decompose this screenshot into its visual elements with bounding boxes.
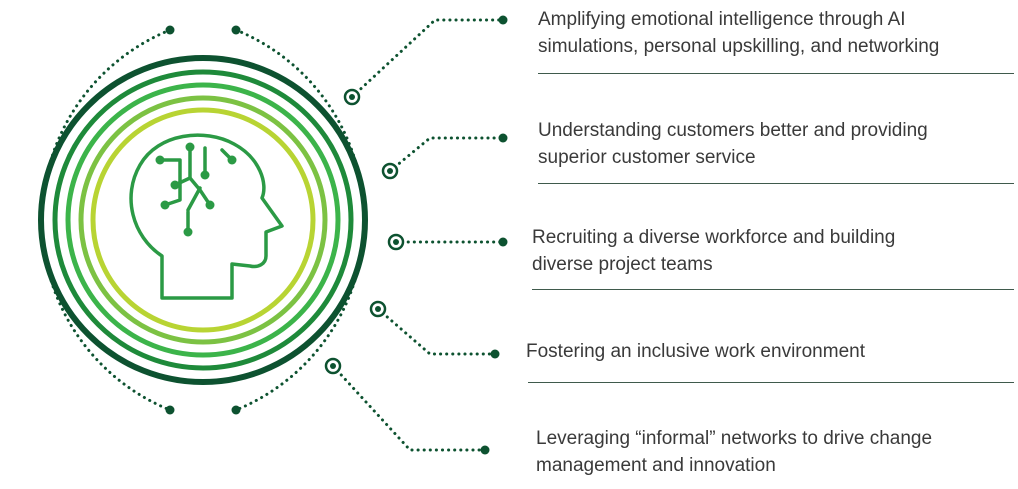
circuit-node-dots bbox=[155, 142, 237, 237]
ring-2 bbox=[52, 69, 354, 371]
item-line-1: Fostering an inclusive work environment bbox=[526, 341, 865, 362]
connector-end-dot bbox=[498, 133, 508, 143]
item-text: Amplifying emotional intelligence throug… bbox=[538, 6, 939, 60]
item-line-2: simulations, personal upskilling, and ne… bbox=[538, 36, 940, 57]
item-line-1: Amplifying emotional intelligence throug… bbox=[538, 9, 906, 30]
item-line-1: Recruiting a diverse workforce and build… bbox=[532, 227, 896, 248]
connector-end-dot bbox=[490, 349, 500, 359]
connector-node-center bbox=[349, 94, 355, 100]
connector-end-dot bbox=[498, 237, 508, 247]
item-connector-line bbox=[350, 18, 505, 99]
arc-end-dot bbox=[165, 405, 175, 415]
ring-3 bbox=[65, 82, 341, 358]
item-line-2: superior customer service bbox=[538, 147, 756, 168]
item-divider bbox=[528, 382, 1014, 383]
item-connector-line bbox=[331, 364, 487, 452]
connector-node-center bbox=[393, 239, 399, 245]
item-line-2: management and innovation bbox=[536, 455, 776, 476]
item-text: Understanding customers better and provi… bbox=[538, 117, 928, 171]
item-text: Leveraging “informal” networks to drive … bbox=[536, 425, 932, 479]
item-line-2: diverse project teams bbox=[532, 254, 713, 275]
connector-node-center bbox=[387, 168, 393, 174]
ring-4 bbox=[78, 95, 328, 345]
connector-end-dot bbox=[498, 15, 508, 25]
item-connector-line bbox=[388, 136, 505, 173]
head-with-circuit-brain-icon bbox=[129, 133, 284, 300]
arc-end-dot bbox=[165, 25, 175, 35]
item-divider bbox=[532, 289, 1014, 290]
item-divider bbox=[538, 183, 1014, 184]
item-text: Recruiting a diverse workforce and build… bbox=[532, 224, 895, 278]
arc-end-dot bbox=[231, 405, 241, 415]
item-text: Fostering an inclusive work environment bbox=[526, 338, 865, 365]
item-line-1: Leveraging “informal” networks to drive … bbox=[536, 428, 933, 449]
connector-node-center bbox=[330, 363, 336, 369]
arc-end-dot bbox=[231, 25, 241, 35]
item-connector-line bbox=[376, 307, 497, 356]
connector-end-dot bbox=[480, 445, 490, 455]
connector-node-center bbox=[375, 306, 381, 312]
ring-5 bbox=[90, 107, 316, 333]
item-line-1: Understanding customers better and provi… bbox=[538, 120, 928, 141]
item-divider bbox=[538, 73, 1014, 74]
ring-1 bbox=[38, 55, 368, 385]
